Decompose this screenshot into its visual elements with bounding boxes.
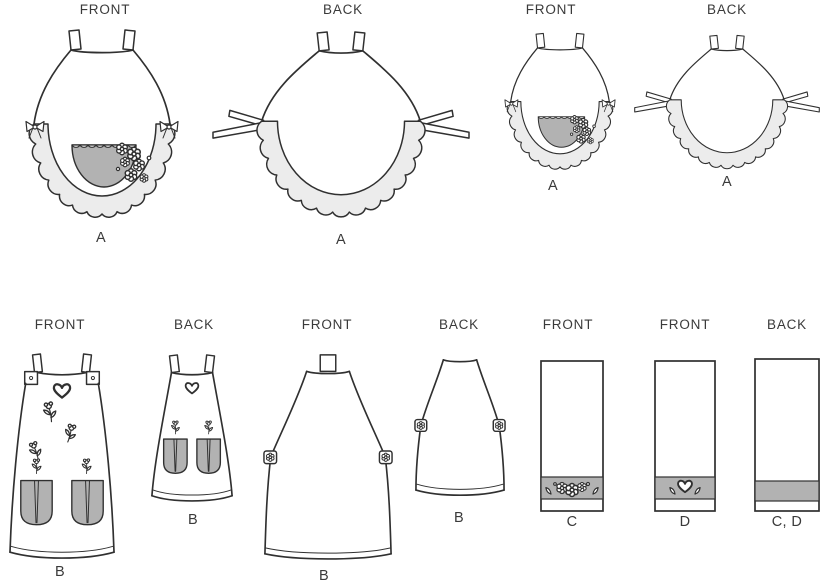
style-label-a-back-large: A [335, 232, 347, 248]
apron-b-front-plain-illustration [263, 354, 393, 560]
style-label-b-front-plain: B [318, 568, 330, 584]
view-header-cd-back: BACK [767, 317, 807, 332]
style-label-a-back-small: A [721, 174, 733, 190]
style-label-cd-back: C, D [771, 514, 803, 530]
towel-cd-back-illustration [754, 358, 820, 512]
style-label-d-front: D [679, 514, 691, 530]
apron-b-front-decorated-illustration [9, 353, 115, 559]
view-header-d-front: FRONT [659, 317, 711, 332]
view-header-a-back-large: BACK [323, 2, 363, 17]
apron-a-back-large-illustration [212, 31, 470, 218]
view-header-b-back-decorated: BACK [174, 317, 214, 332]
apron-b-back-plain-illustration [414, 359, 506, 497]
apron-a-front-small-illustration [502, 32, 618, 177]
view-header-b-front-plain: FRONT [301, 317, 353, 332]
style-label-c-front: C [566, 514, 578, 530]
towel-c-front-illustration [540, 360, 604, 512]
side-button-left [263, 450, 278, 465]
style-label-b-back-plain: B [453, 510, 465, 526]
apron-a-back-small-illustration [634, 34, 820, 170]
towel-d-front-illustration [654, 360, 716, 512]
flower-trim [545, 481, 599, 498]
view-header-b-back-plain: BACK [439, 317, 479, 332]
side-button-left [414, 418, 428, 433]
apron-b-back-decorated-illustration [151, 354, 233, 502]
view-header-a-front-large: FRONT [79, 2, 131, 17]
view-header-a-back-small: BACK [707, 2, 747, 17]
pockets [20, 479, 104, 526]
apron-a-front-large-illustration [22, 28, 182, 228]
style-label-a-front-small: A [547, 178, 559, 194]
view-header-b-front-decorated: FRONT [34, 317, 86, 332]
pockets [162, 438, 222, 474]
view-header-a-front-small: FRONT [525, 2, 577, 17]
side-button-right [378, 450, 393, 465]
side-button-right [492, 418, 506, 433]
view-header-c-front: FRONT [542, 317, 594, 332]
style-label-a-front-large: A [95, 230, 107, 246]
style-label-b-front-decorated: B [54, 564, 66, 580]
style-label-b-back-decorated: B [187, 512, 199, 528]
trim-band [754, 480, 820, 502]
